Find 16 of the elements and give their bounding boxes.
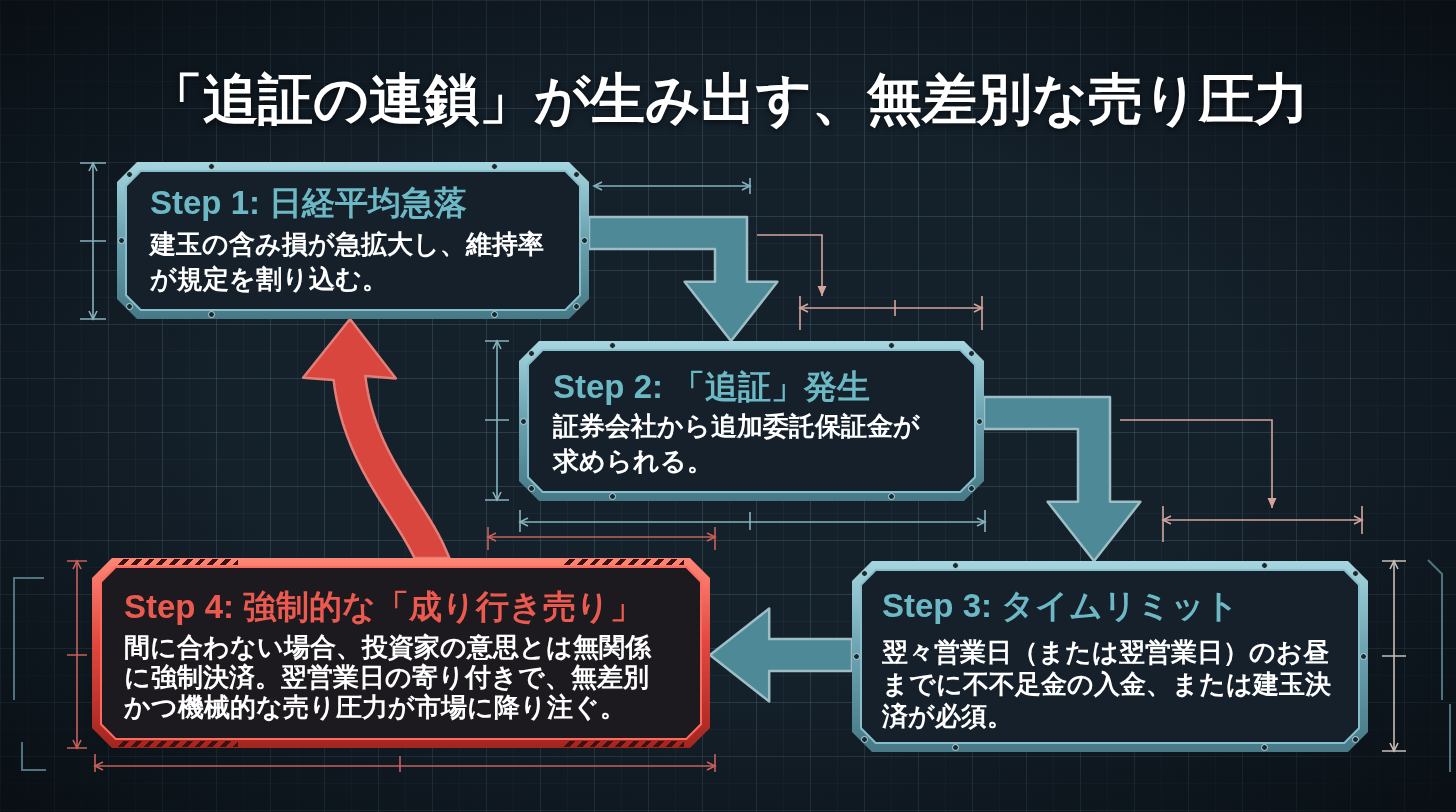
step-heading: Step 1: 日経平均急落	[150, 183, 468, 223]
step-description: 翌々営業日（または翌営業日）のお昼までに不不足金の入金、または建玉決済が必須。	[882, 636, 1332, 732]
step-card	[852, 561, 1368, 752]
step-card	[117, 162, 589, 319]
step-card	[519, 341, 984, 501]
bent-arrow	[587, 215, 779, 343]
bent-arrow	[982, 395, 1142, 563]
step-description: 建玉の含み損が急拡大し、維持率が規定を割り込む。	[150, 228, 545, 296]
step-heading: Step 2: 「追証」発生	[553, 367, 871, 407]
step-description: 間に合わない場合、投資家の意思とは無関係に強制決済。翌営業日の寄り付きで、無差別かつ機械的な売り圧力が市場に降り注ぐ。	[124, 632, 652, 722]
step-heading: Step 3: タイムリミット	[882, 586, 1240, 626]
step-card	[92, 558, 710, 748]
step-heading: Step 4: 強制的な「成り行き売り」	[124, 587, 644, 627]
diagram-title: 「追証の連鎖」が生み出す、無差別な売り圧力	[147, 67, 1309, 132]
step-description: 証券会社から追加委託保証金が求められる。	[553, 410, 921, 478]
arrow	[708, 607, 854, 703]
